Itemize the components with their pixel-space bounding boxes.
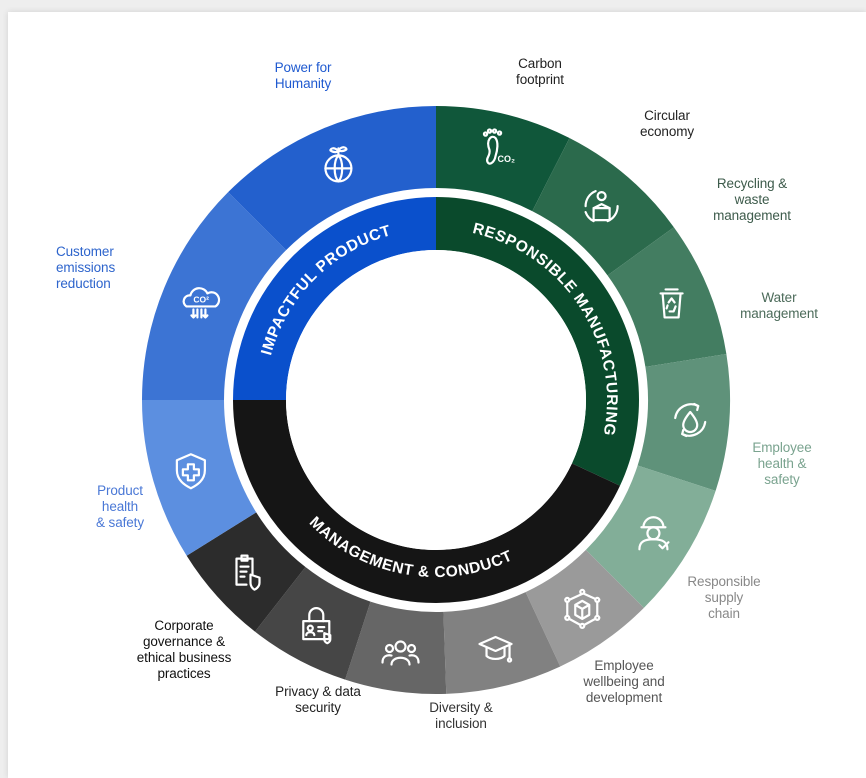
shield-plus-icon bbox=[175, 453, 206, 490]
lock-id-icon bbox=[302, 607, 332, 645]
topic-segment bbox=[228, 106, 436, 251]
topic-label: Power for Humanity bbox=[274, 60, 332, 91]
supply-chain-box-icon bbox=[564, 588, 601, 629]
topic-label: Product health & safety bbox=[96, 483, 144, 530]
topic-label: Employee wellbeing and development bbox=[583, 658, 665, 705]
topic-segment bbox=[532, 138, 674, 276]
topic-label: Corporate governance & ethical business … bbox=[136, 618, 232, 681]
topic-segment bbox=[585, 465, 716, 608]
worker-helmet-icon bbox=[638, 516, 670, 551]
topic-label: Diversity & inclusion bbox=[429, 700, 493, 731]
circular-box-icon bbox=[584, 189, 619, 223]
topic-label: Responsible supply chain bbox=[687, 574, 761, 621]
topic-label: Water management bbox=[740, 290, 818, 321]
pillar-segment-management bbox=[233, 400, 620, 603]
topic-segment bbox=[142, 400, 257, 556]
footprint-co2-icon: CO₂ bbox=[482, 128, 516, 165]
center-hole bbox=[286, 250, 586, 550]
topic-segment bbox=[607, 227, 727, 367]
inner-pillar-ring bbox=[233, 197, 639, 603]
recycle-bin-icon bbox=[659, 288, 684, 319]
topic-label: Privacy & data security bbox=[275, 684, 361, 715]
water-drop-cycle-icon bbox=[674, 402, 707, 438]
cloud-co2-icon: CO² bbox=[182, 287, 221, 319]
svg-text:CO²: CO² bbox=[193, 294, 209, 304]
topic-segment bbox=[436, 106, 570, 212]
topic-segment bbox=[443, 592, 561, 694]
people-group-icon bbox=[381, 640, 420, 666]
clipboard-shield-icon bbox=[235, 554, 261, 591]
topic-icons: CO₂ CO² bbox=[175, 128, 707, 666]
topic-segment bbox=[254, 567, 371, 680]
topic-label: Customer emissions reduction bbox=[56, 244, 116, 291]
pillar-segment-responsible bbox=[436, 197, 639, 486]
pillar-segment-impactful bbox=[233, 197, 436, 400]
topic-segment bbox=[142, 192, 287, 400]
globe-plant-icon bbox=[324, 146, 353, 183]
topic-label: Employee health & safety bbox=[752, 440, 812, 487]
topic-label: Circular economy bbox=[639, 108, 695, 139]
topic-label: Recycling & waste management bbox=[713, 176, 791, 223]
graduation-cap-icon bbox=[478, 635, 513, 663]
topic-label: Carbon footprint bbox=[516, 56, 564, 87]
svg-text:CO₂: CO₂ bbox=[498, 154, 516, 164]
